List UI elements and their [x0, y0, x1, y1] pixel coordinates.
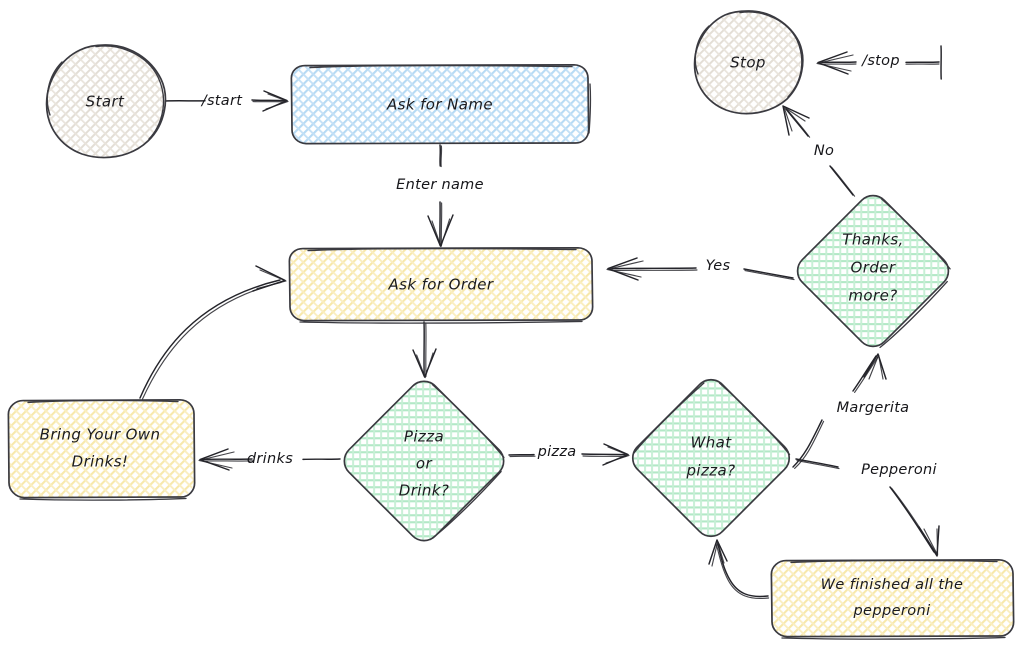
node-we-finished-all-the-pepperoni[interactable]: We finished all the pepperoni [770, 558, 1015, 640]
bring-drinks-outline [7, 398, 196, 499]
ask-for-name-fill-2 [292, 65, 588, 143]
node-label-pizza-or-drink-line1: Pizza [404, 428, 444, 446]
edge-what-pizza-to-pepperoni: Pepperoni [795, 458, 940, 557]
edge-pizza-or-drink-to-drinks: drinks [198, 448, 341, 471]
node-what-pizza[interactable]: What pizza? [626, 373, 796, 543]
pepperoni-outline [770, 558, 1015, 638]
node-label-pizza-or-drink-line3: Drink? [399, 482, 449, 500]
thanks-fill-2 [797, 195, 949, 347]
thanks-overdraw [880, 198, 951, 270]
node-label-stop: Stop [730, 54, 766, 72]
pepperoni-fill-2 [771, 560, 1014, 636]
pizza-or-drink-fill-2 [344, 381, 504, 541]
edge-thanks-to-ask-order: Yes [606, 257, 795, 281]
edge-label-no: No [814, 143, 834, 159]
node-label-pepperoni-line1: We finished all the [821, 577, 964, 593]
edge-label-start: /start [200, 93, 243, 109]
ask-for-name-outline [290, 63, 590, 145]
pepperoni-overdraw-2 [781, 636, 1006, 640]
edge-label-drinks: drinks [247, 451, 293, 467]
what-pizza-overdraw [718, 382, 791, 456]
edge-label-enter-name: Enter name [396, 177, 484, 193]
node-pizza-or-drink[interactable]: Pizza or Drink? [338, 375, 512, 549]
start-outline-overdraw [95, 45, 165, 140]
start-outline-overdraw-2 [46, 61, 63, 116]
stop-outline-overdraw-2 [694, 25, 710, 75]
node-label-start: Start [86, 93, 125, 111]
edge-label-pizza: pizza [537, 444, 577, 460]
start-outline [45, 44, 167, 159]
edge-drinks-to-ask-order [139, 265, 287, 400]
ask-for-name-overdraw-2 [588, 83, 592, 134]
bring-drinks-overdraw [27, 399, 179, 404]
node-ask-for-order[interactable]: Ask for Order [288, 246, 594, 324]
edge-label-pepperoni: Pepperoni [861, 462, 937, 478]
pizza-or-drink-overdraw [431, 383, 505, 459]
what-pizza-overdraw-2 [633, 382, 705, 454]
stop-outline-overdraw [739, 11, 803, 98]
edge-label-stop-command: /stop [860, 53, 900, 69]
node-label-pizza-or-drink-line2: or [416, 455, 433, 473]
what-pizza-fill-2 [632, 379, 790, 537]
stop-fill-2 [695, 10, 803, 114]
edge-stop-command-to-stop: /stop [816, 45, 942, 80]
start-fill-2 [47, 44, 165, 158]
edge-label-margerita: Margerita [837, 400, 910, 416]
ask-for-order-fill-2 [290, 248, 592, 320]
ask-for-order-overdraw-2 [299, 320, 583, 324]
edge-start-to-ask-name: /start [164, 90, 289, 112]
bring-drinks-fill-2 [8, 400, 194, 497]
node-label-what-pizza-line2: pizza? [686, 462, 736, 480]
bring-drinks-overdraw-2 [19, 497, 187, 501]
edge-pepperoni-to-what-pizza [708, 539, 770, 600]
ask-for-order-overdraw [307, 247, 577, 252]
edge-label-yes: Yes [706, 258, 731, 274]
edge-what-pizza-to-thanks: Margerita [792, 353, 910, 469]
pepperoni-overdraw [790, 559, 998, 564]
node-label-what-pizza-line1: What [690, 434, 732, 452]
ask-for-name-overdraw [309, 64, 573, 69]
node-label-thanks-line2: Order [851, 259, 896, 277]
node-label-pepperoni-line2: pepperoni [852, 603, 930, 619]
node-label-bring-drinks-line1: Bring Your Own [40, 426, 161, 444]
node-label-ask-for-name: Ask for Name [386, 96, 493, 114]
ask-for-order-outline [288, 246, 594, 322]
node-label-thanks-line1: Thanks, [842, 231, 903, 249]
thanks-overdraw-2 [879, 280, 948, 349]
pizza-or-drink-overdraw-2 [429, 470, 502, 541]
edge-ask-order-to-pizza-or-drink [412, 321, 437, 379]
node-label-ask-for-order: Ask for Order [387, 276, 493, 294]
edge-ask-name-to-ask-order: Enter name [396, 144, 484, 248]
node-bring-your-own-drinks[interactable]: Bring Your Own Drinks! [7, 398, 196, 501]
node-thanks-order-more[interactable]: Thanks, Order more? [791, 189, 957, 355]
edge-thanks-to-stop: No [782, 105, 856, 197]
edge-pizza-or-drink-to-what-pizza: pizza [508, 443, 630, 466]
stop-outline [693, 10, 804, 115]
node-label-thanks-line3: more? [848, 287, 897, 305]
node-start[interactable]: Start [45, 44, 167, 159]
node-stop[interactable]: Stop [693, 10, 804, 115]
node-label-bring-drinks-line2: Drinks! [72, 453, 129, 471]
node-ask-for-name[interactable]: Ask for Name [290, 63, 592, 145]
